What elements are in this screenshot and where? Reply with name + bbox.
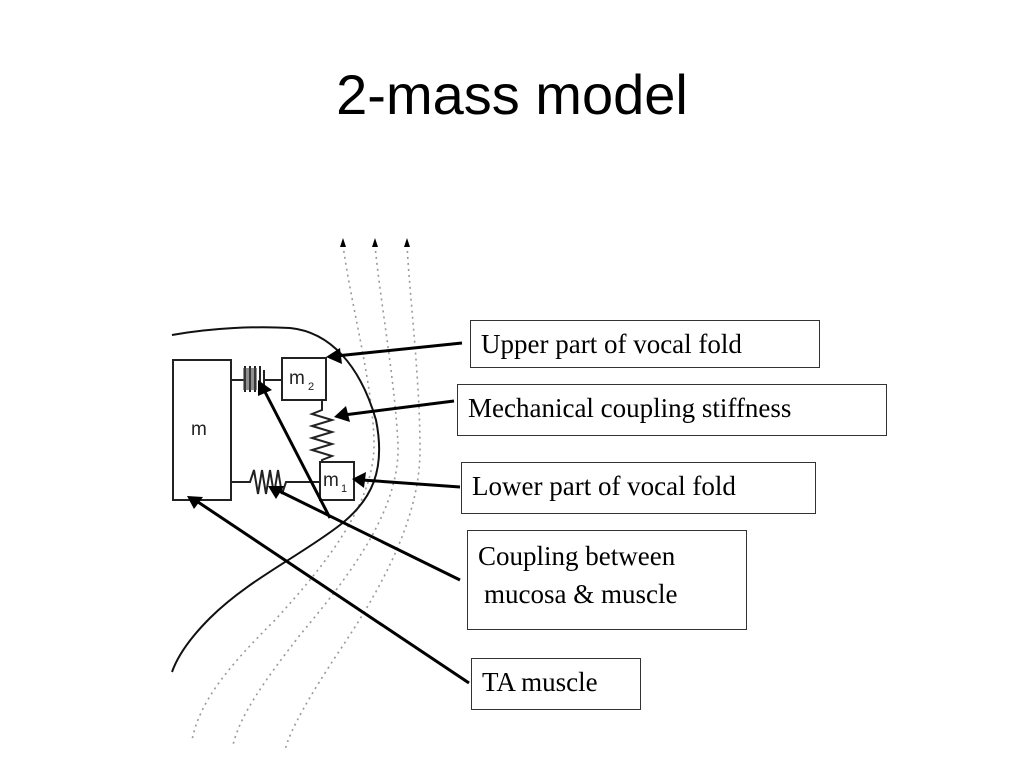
label-lower-vocal-fold-text: Lower part of vocal fold — [472, 471, 736, 501]
label-mucosa-muscle-line1: Coupling between — [478, 541, 676, 571]
arrow-mucosa-muscle-2 — [262, 389, 332, 519]
lower-mass-label: m — [323, 470, 339, 491]
slide-title: 2-mass model — [336, 63, 688, 126]
upper-mass-block: m 2 — [281, 357, 327, 401]
airflow-streamlines — [191, 244, 421, 751]
coupling-spring — [308, 400, 336, 462]
vocal-fold-outline — [171, 326, 381, 673]
upper-mass-subscript: 2 — [308, 381, 314, 393]
label-mucosa-muscle-coupling: Coupling between mucosa & muscle — [467, 530, 747, 630]
label-coupling-stiffness-text: Mechanical coupling stiffness — [468, 393, 792, 423]
label-ta-muscle: TA muscle — [471, 658, 641, 710]
lower-mass-subscript: 1 — [341, 483, 347, 495]
arrow-lower-fold — [361, 478, 461, 489]
label-upper-vocal-fold: Upper part of vocal fold — [470, 320, 820, 368]
label-upper-vocal-fold-text: Upper part of vocal fold — [481, 329, 742, 359]
main-mass-label: m — [191, 419, 207, 440]
label-mucosa-muscle-line2: mucosa & muscle — [484, 579, 678, 609]
main-mass-block: m — [172, 359, 232, 501]
arrow-ta-muscle — [194, 498, 470, 685]
upper-mass-label: m — [289, 368, 305, 389]
label-ta-muscle-text: TA muscle — [482, 667, 598, 697]
arrow-upper-fold — [335, 341, 463, 358]
upper-damper — [231, 366, 282, 392]
pointer-arrowheads — [187, 348, 366, 509]
label-lower-vocal-fold: Lower part of vocal fold — [461, 462, 816, 514]
label-coupling-stiffness: Mechanical coupling stiffness — [457, 384, 887, 436]
arrow-mucosa-muscle — [276, 488, 461, 582]
lower-mass-block: m 1 — [319, 461, 355, 501]
arrow-coupling-stiffness — [343, 399, 455, 417]
airflow-arrowheads — [340, 238, 410, 247]
pointer-arrows — [194, 341, 470, 685]
